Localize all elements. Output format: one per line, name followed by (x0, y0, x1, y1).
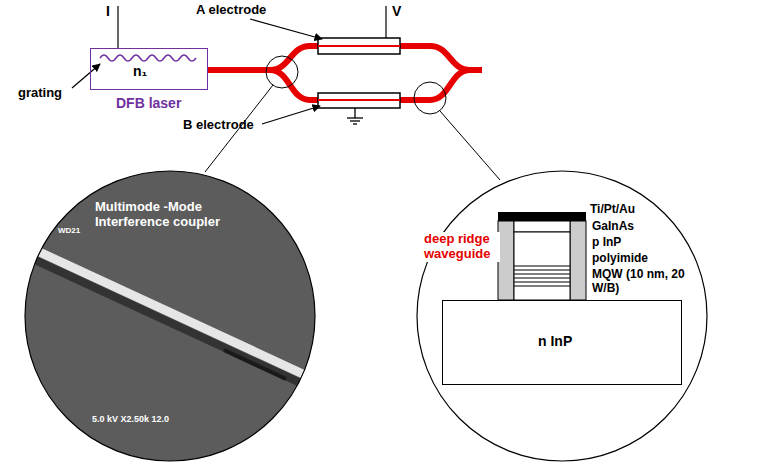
zoom-circle (417, 171, 707, 461)
node-label: n InP (538, 333, 572, 349)
node-heading: DFB laser (116, 95, 181, 111)
leader-line (262, 106, 320, 124)
sem-waveguide (35, 250, 305, 375)
part-label: grating (18, 86, 62, 101)
current-wire (117, 6, 118, 48)
part-label: I (106, 3, 110, 19)
leader-line (72, 64, 100, 88)
zoom-circle (266, 56, 298, 88)
electrode (318, 38, 400, 54)
zoom-circle (414, 82, 446, 114)
waveguide-shadow (35, 260, 305, 385)
part-label: deep ridge waveguide (424, 232, 500, 262)
part-label: 5.0 kV X2.50k 12.0 (92, 414, 169, 424)
contact-layer (514, 221, 570, 232)
part-label: V (392, 3, 401, 19)
leader-line (250, 19, 322, 39)
zoom-line (440, 111, 500, 180)
part-label: p InP (592, 236, 621, 250)
polyimide-layer (570, 221, 586, 300)
polyimide-layer (498, 221, 514, 300)
part-label: WD21 (58, 226, 80, 235)
zoom-circle (25, 171, 315, 461)
component-box: n₁DFB laser (90, 48, 208, 90)
ridge-core (514, 232, 570, 300)
voltage-wire (385, 6, 386, 38)
metal-contact (498, 212, 586, 221)
ground-symbol (347, 108, 363, 124)
node-label: Multimode -Mode Interference coupler (95, 200, 220, 230)
part-label: GaInAs (592, 220, 634, 234)
sem-content (24, 170, 316, 462)
quantum-wells (514, 266, 570, 286)
part-label: B electrode (183, 118, 254, 133)
node-label: n₁ (133, 63, 147, 79)
part-label: MQW (10 nm, 20 W/B) (592, 268, 690, 296)
waveguide (318, 45, 400, 47)
part-label: Ti/Pt/Au (590, 203, 635, 217)
grating-wave (100, 55, 196, 61)
waveguide (318, 99, 400, 101)
sem-image-circle: Multimode -Mode Interference coupler (24, 170, 316, 462)
sem-feature (224, 350, 286, 379)
sem-background (24, 170, 316, 462)
part-label: A electrode (196, 3, 266, 18)
component-box: n InP (442, 300, 682, 385)
electrode (318, 93, 400, 108)
part-label: polyimide (592, 252, 648, 266)
